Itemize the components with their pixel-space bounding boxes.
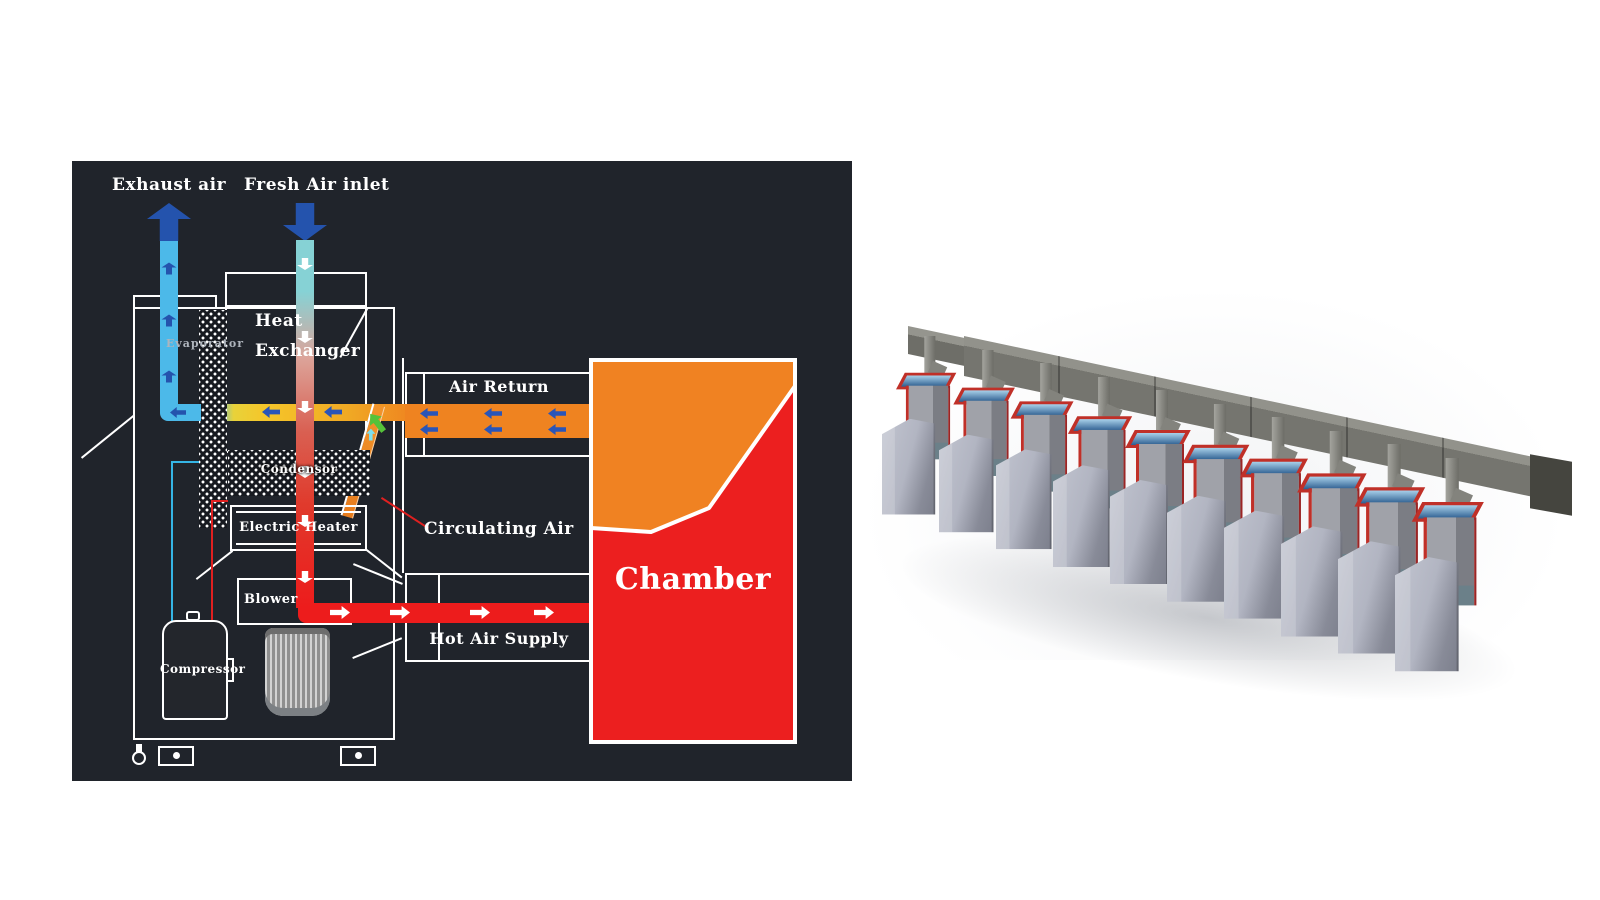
duct-hanger-pipe (924, 336, 936, 379)
dryer-unit (1167, 403, 1259, 618)
evaporator-coil (199, 310, 227, 528)
front-cabinet (939, 434, 994, 532)
dryer-unit (1110, 390, 1200, 600)
dryer-unit (1281, 430, 1376, 654)
heat-exchanger-label-line1: Heat (255, 311, 303, 331)
exhaust-air-label: Exhaust air (112, 175, 227, 195)
flow-arrow-left-icon (548, 408, 566, 419)
caster-stem (136, 744, 142, 752)
compressor-label: Compressor (160, 662, 246, 676)
overhead-duct-end-cap (1530, 454, 1572, 516)
hot-air-supply-duct (298, 603, 591, 623)
blower-box (237, 578, 352, 625)
dryer-production-line-render (865, 292, 1572, 744)
flow-arrow-left-icon (548, 424, 566, 435)
refrigerant-line-hot (211, 500, 213, 622)
front-cabinet (996, 449, 1052, 550)
heat-exchanger-label-line2: Exchanger (255, 341, 361, 361)
dryer-unit (996, 363, 1082, 565)
refrigerant-line-cold (171, 461, 199, 463)
exhaust-air-big-arrow-icon (147, 203, 191, 241)
duct-hanger-pipe (1040, 363, 1052, 408)
hot-air-supply-label: Hot Air Supply (429, 629, 569, 648)
front-cabinet (1167, 495, 1227, 602)
chamber-label: Chamber (614, 562, 772, 597)
front-cabinet (1053, 464, 1110, 567)
heat-pump-dryer-diagram: Exhaust air Fresh Air inlet Heat Exchang… (72, 161, 852, 781)
cabinet-right-wall (402, 358, 404, 573)
blower-label: Blower (244, 592, 298, 607)
foot-bolt-icon (355, 752, 362, 759)
compressor-side-tab (226, 658, 234, 682)
front-cabinet (882, 418, 936, 515)
air-return-label: Air Return (448, 377, 550, 396)
duct-hanger-pipe (982, 349, 994, 393)
front-cabinet (1224, 510, 1285, 619)
fresh-air-inlet-label: Fresh Air inlet (244, 175, 390, 195)
machine-row (868, 292, 1560, 671)
dryer-unit (939, 349, 1024, 547)
motor-body (265, 628, 330, 716)
chamber-shape (589, 358, 797, 744)
foot-bolt-icon (173, 752, 180, 759)
refrigerant-line-hot (211, 500, 228, 502)
dryer-unit (882, 336, 965, 529)
machine-screen-panel (1417, 504, 1478, 518)
caster-wheel-icon (132, 751, 146, 765)
flow-arrow-left-icon (484, 408, 502, 419)
circulating-air-label: Circulating Air (424, 519, 574, 539)
fresh-air-pipe (296, 240, 314, 608)
foot (340, 746, 376, 766)
flow-arrow-left-icon (420, 408, 438, 419)
flow-arrow-left-icon (420, 424, 438, 435)
condensor-label: Condensor (260, 462, 338, 476)
cabinet-diagonal-line (80, 415, 135, 459)
exhaust-arrow-left-icon (170, 407, 186, 418)
dryer-unit (1338, 444, 1435, 671)
damper-arrow-icon (366, 429, 375, 441)
front-cabinet (1338, 541, 1401, 654)
foot (158, 746, 194, 766)
fresh-air-big-arrow-icon (283, 203, 327, 241)
front-cabinet (1110, 480, 1168, 584)
dryer-unit (1395, 457, 1494, 689)
air-return-duct (405, 404, 593, 438)
front-cabinet (1395, 556, 1459, 671)
evaporator-label: Evaporator (166, 337, 245, 350)
dryer-unit (1053, 376, 1141, 583)
front-cabinet (1281, 525, 1343, 637)
flow-arrow-left-icon (484, 424, 502, 435)
duct-hanger-pipe (1098, 376, 1110, 422)
refrigerant-line-cold (171, 461, 173, 621)
electric-heater-label: Electric Heater (239, 520, 358, 535)
